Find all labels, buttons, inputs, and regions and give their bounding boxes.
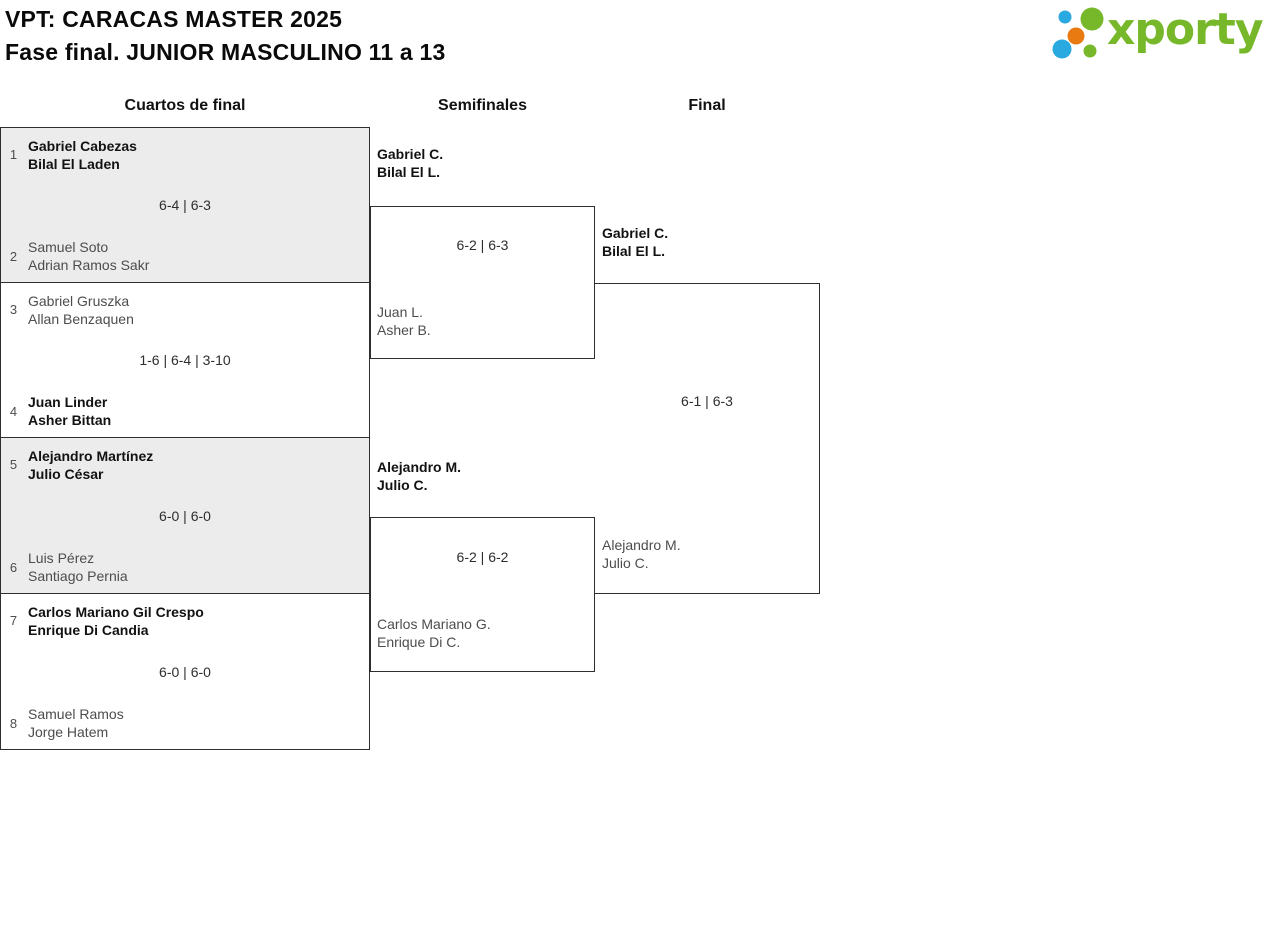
player-name: Gabriel C.: [377, 146, 444, 162]
player-name: Carlos Mariano Gil Crespo: [28, 604, 204, 620]
player-name: Santiago Pernia: [28, 568, 128, 584]
seed-number: 7: [9, 613, 18, 628]
qf-match-1: 1 Gabriel Cabezas Bilal El Laden 6-4 | 6…: [0, 127, 370, 283]
phase-category-subtitle: Fase final. JUNIOR MASCULINO 11 a 13: [5, 39, 446, 65]
logo-dot-blue-large: [1052, 39, 1072, 59]
final-match-box: [594, 283, 820, 594]
player-name: Alejandro M.: [602, 537, 681, 553]
sf-match-1-box: [370, 206, 595, 359]
xporty-logo[interactable]: xporty: [1043, 0, 1275, 72]
player-name: Luis Pérez: [28, 550, 95, 566]
player-name: Julio C.: [377, 477, 428, 493]
qf-match-4: 7 Carlos Mariano Gil Crespo Enrique Di C…: [0, 593, 370, 750]
logo-dot-blue-small: [1058, 10, 1072, 24]
seed-number: 2: [9, 249, 18, 264]
player-name: Samuel Ramos: [28, 706, 124, 722]
team-pair: Samuel Ramos Jorge Hatem: [28, 705, 124, 741]
team-pair: Gabriel C. Bilal El L.: [602, 224, 668, 260]
player-name: Enrique Di Candia: [28, 622, 149, 638]
player-name: Alejandro M.: [377, 459, 462, 475]
team-pair: Alejandro M. Julio C.: [377, 458, 461, 494]
team-pair: Carlos Mariano G. Enrique Di C.: [377, 615, 491, 651]
player-name: Carlos Mariano G.: [377, 616, 491, 632]
seed-number: 6: [9, 560, 18, 575]
logo-dot-orange: [1067, 27, 1085, 45]
team-pair: Juan L. Asher B.: [377, 303, 431, 339]
team-pair: Carlos Mariano Gil Crespo Enrique Di Can…: [28, 603, 204, 639]
player-name: Adrian Ramos Sakr: [28, 257, 150, 273]
qf-match-3: 5 Alejandro Martínez Julio César 6-0 | 6…: [0, 437, 370, 594]
seed-number: 4: [9, 404, 18, 419]
logo-dot-green-large: [1080, 7, 1104, 31]
logo-dot-green-small: [1083, 44, 1097, 58]
match-score: 6-0 | 6-0: [159, 507, 211, 524]
team-pair: Juan Linder Asher Bittan: [28, 393, 111, 429]
seed-number: 3: [9, 302, 18, 317]
team-pair: Alejandro Martínez Julio César: [28, 447, 153, 483]
player-name: Jorge Hatem: [28, 724, 109, 740]
player-name: Gabriel C.: [602, 225, 669, 241]
player-name: Bilal El Laden: [28, 156, 120, 172]
tournament-title: VPT: CARACAS MASTER 2025: [5, 6, 343, 32]
player-name: Julio C.: [602, 555, 649, 571]
player-name: Gabriel Cabezas: [28, 138, 137, 154]
match-score: 6-2 | 6-3: [456, 237, 509, 253]
player-name: Bilal El L.: [377, 164, 441, 180]
team-pair: Gabriel Gruszka Allan Benzaquen: [28, 292, 134, 328]
player-name: Juan L.: [377, 304, 423, 320]
player-name: Juan Linder: [28, 394, 108, 410]
qf-match-2: 3 Gabriel Gruszka Allan Benzaquen 1-6 | …: [0, 282, 370, 438]
seed-number: 5: [9, 457, 18, 472]
match-score: 1-6 | 6-4 | 3-10: [139, 352, 231, 368]
column-header-final: Final: [688, 97, 726, 114]
player-name: Alejandro Martínez: [28, 448, 154, 464]
player-name: Julio César: [28, 466, 104, 482]
player-name: Allan Benzaquen: [28, 311, 134, 327]
logo-dots-icon: [1052, 7, 1104, 59]
player-name: Asher B.: [377, 322, 431, 338]
match-score: 6-4 | 6-3: [159, 197, 211, 213]
player-name: Asher Bittan: [28, 412, 112, 428]
team-pair: Luis Pérez Santiago Pernia: [28, 549, 128, 585]
player-name: Samuel Soto: [28, 239, 109, 255]
team-pair: Gabriel Cabezas Bilal El Laden: [28, 137, 137, 173]
match-score: 6-0 | 6-0: [159, 663, 211, 680]
team-pair: Gabriel C. Bilal El L.: [377, 145, 443, 181]
seed-number: 8: [9, 716, 18, 731]
column-header-cuartos: Cuartos de final: [124, 97, 246, 114]
team-pair: Samuel Soto Adrian Ramos Sakr: [28, 238, 149, 274]
player-name: Enrique Di C.: [377, 634, 461, 650]
match-score: 6-2 | 6-2: [456, 549, 509, 565]
player-name: Bilal El L.: [602, 243, 666, 259]
logo-brand-text: xporty: [1107, 4, 1264, 55]
player-name: Gabriel Gruszka: [28, 293, 130, 309]
seed-number: 1: [9, 147, 18, 162]
page-title: VPT: CARACAS MASTER 2025 Fase final. JUN…: [5, 3, 446, 69]
sf-match-2-box: [370, 517, 595, 672]
team-pair: Alejandro M. Julio C.: [602, 536, 681, 572]
column-header-semifinales: Semifinales: [438, 97, 527, 114]
match-score: 6-1 | 6-3: [681, 393, 733, 409]
